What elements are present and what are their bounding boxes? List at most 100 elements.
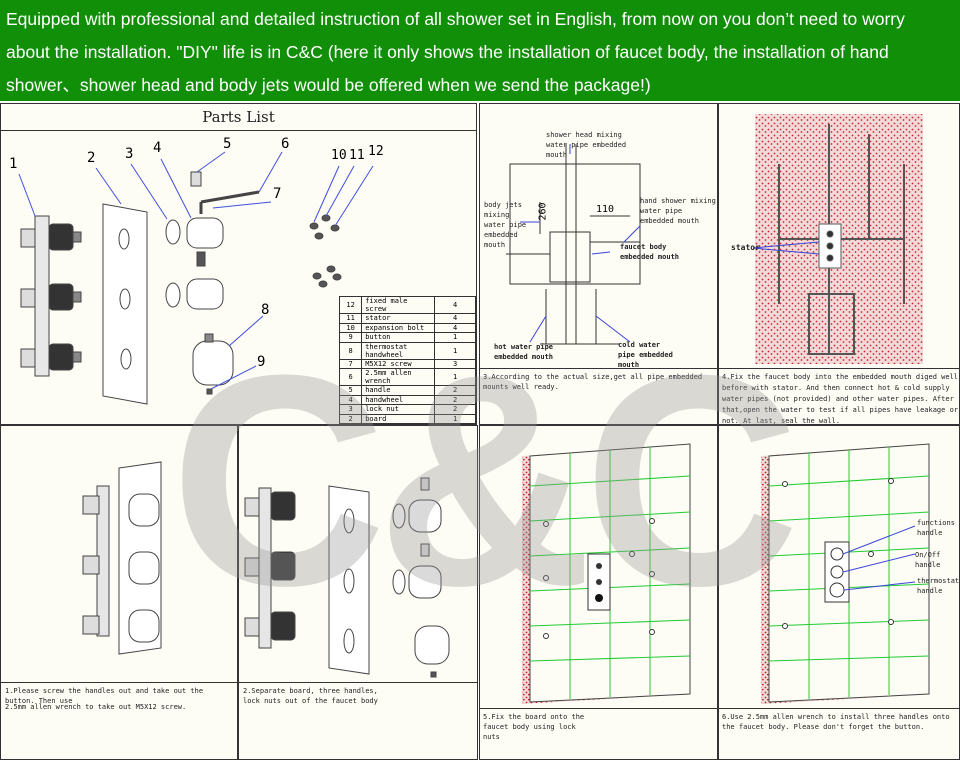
step4-panel: stator 4.Fix the faucet body into the em…	[718, 103, 960, 425]
label-body-jets-mouth: body jets mixing water pipe embedded mou…	[484, 201, 527, 249]
step2-panel: 2.Separate board, three handles, lock nu…	[238, 425, 478, 760]
parts-name-cell: faucet body	[361, 423, 436, 424]
banner-line-1: Equipped with professional and detailed …	[6, 9, 905, 29]
callout-5: 5	[223, 136, 232, 152]
parts-name-cell: handle	[361, 385, 436, 396]
parts-exploded-drawing	[18, 151, 374, 405]
label-stator: stator	[731, 243, 760, 252]
step1-caption-b: 2.5mm allen wrench to take out M5X12 scr…	[5, 703, 187, 711]
step1-caption-a: 1.Please screw the handles out and take …	[5, 687, 204, 705]
parts-no-cell: 10	[338, 322, 363, 333]
step4-caption: 4.Fix the faucet body into the embedded …	[722, 373, 959, 425]
parts-no-cell: 4	[338, 394, 363, 405]
parts-qty-cell: 1	[434, 413, 476, 424]
callout-9: 9	[257, 354, 266, 370]
step3-panel: shower head mixing water pipe embedded m…	[479, 103, 718, 425]
label-faucet-body-mouth: faucet body embedded mouth	[620, 243, 680, 261]
callout-1: 1	[9, 156, 18, 172]
parts-name-cell: board	[361, 413, 436, 424]
banner-line-3: shower、shower head and body jets would b…	[6, 75, 651, 95]
callout-10: 10	[331, 148, 347, 163]
step3-divider	[480, 368, 717, 369]
parts-name-cell: thermostat handwheel	[361, 341, 436, 360]
dimension-110: 110	[596, 204, 615, 215]
step3-caption: 3.According to the actual size,get all p…	[483, 373, 703, 391]
step4-divider	[719, 368, 959, 369]
parts-list-panel: Parts List	[0, 103, 477, 425]
parts-qty-cell: 4	[434, 296, 476, 314]
label-hot-pipe-mouth: hot water pipe embedded mouth	[494, 343, 554, 361]
step6-handles-drawing	[761, 443, 930, 704]
callout-2: 2	[87, 150, 96, 166]
parts-name-cell: M5X12 screw	[361, 358, 436, 369]
parts-no-cell: 6	[338, 368, 363, 386]
parts-table-row: 1faucet body1	[338, 423, 476, 424]
dimension-260: 260	[537, 202, 549, 221]
step4-wall-drawing	[752, 114, 923, 364]
parts-qty-cell: 1	[434, 368, 476, 386]
parts-qty-cell: 3	[434, 358, 476, 369]
parts-no-cell: 2	[338, 413, 363, 424]
step2-exploded-drawing	[244, 477, 450, 678]
parts-name-cell: fixed male screw	[361, 296, 436, 314]
label-shower-head-mouth: shower head mixing water pipe embedded m…	[546, 131, 627, 159]
parts-qty-cell: 4	[434, 313, 476, 324]
step5-board-drawing	[522, 443, 691, 704]
step5-divider	[480, 708, 717, 709]
callout-3: 3	[125, 146, 134, 162]
parts-no-cell: 12	[338, 296, 363, 314]
parts-qty-cell: 1	[434, 341, 476, 360]
label-onoff-handle: On/Off handle	[915, 551, 941, 569]
parts-name-cell: handwheel	[361, 394, 436, 405]
step5-panel: 5.Fix the board onto the faucet body usi…	[479, 425, 718, 760]
step5-caption: 5.Fix the board onto the faucet body usi…	[483, 713, 585, 741]
callout-4: 4	[153, 140, 162, 156]
label-functions-handle: functions handle	[917, 519, 955, 537]
step6-panel: functions handle On/Off handle thermosta…	[718, 425, 960, 760]
callout-8: 8	[261, 302, 270, 318]
step1-assembly-drawing	[82, 461, 162, 655]
parts-qty-cell: 2	[434, 404, 476, 415]
parts-name-cell: lock nut	[361, 404, 436, 415]
parts-name-cell: button	[361, 332, 436, 343]
parts-name-cell: stator	[361, 313, 436, 324]
step6-caption: 6.Use 2.5mm allen wrench to install thre…	[722, 713, 950, 731]
label-hand-shower-mouth: hand shower mixing water pipe embedded m…	[640, 197, 716, 225]
parts-no-cell: 3	[338, 404, 363, 415]
callout-7: 7	[273, 186, 282, 202]
parts-qty-cell: 4	[434, 322, 476, 333]
step1-panel: 1.Please screw the handles out and take …	[0, 425, 238, 760]
step1-divider	[1, 682, 237, 683]
parts-no-cell: 8	[338, 341, 363, 360]
callout-11: 11	[349, 148, 365, 163]
label-cold-pipe-mouth: cold water pipe embedded mouth	[618, 341, 673, 369]
parts-no-cell: 9	[338, 332, 363, 343]
parts-no-cell: 7	[338, 358, 363, 369]
step2-caption: 2.Separate board, three handles, lock nu…	[243, 687, 378, 705]
parts-list-title: Parts List	[202, 108, 275, 126]
parts-name-cell: expansion bolt	[361, 322, 436, 333]
callout-12: 12	[368, 144, 384, 159]
parts-no-cell: 5	[338, 385, 363, 396]
step6-divider	[719, 708, 959, 709]
step2-divider	[239, 682, 477, 683]
parts-no-cell: 1	[338, 423, 363, 424]
parts-qty-cell: 1	[434, 423, 476, 424]
callout-6: 6	[281, 136, 290, 152]
title-divider	[1, 130, 476, 131]
parts-name-cell: 2.5mm allen wrench	[361, 368, 436, 386]
step3-pipe-drawing	[506, 144, 641, 345]
banner-line-2: about the installation. "DIY" life is in…	[6, 42, 889, 62]
